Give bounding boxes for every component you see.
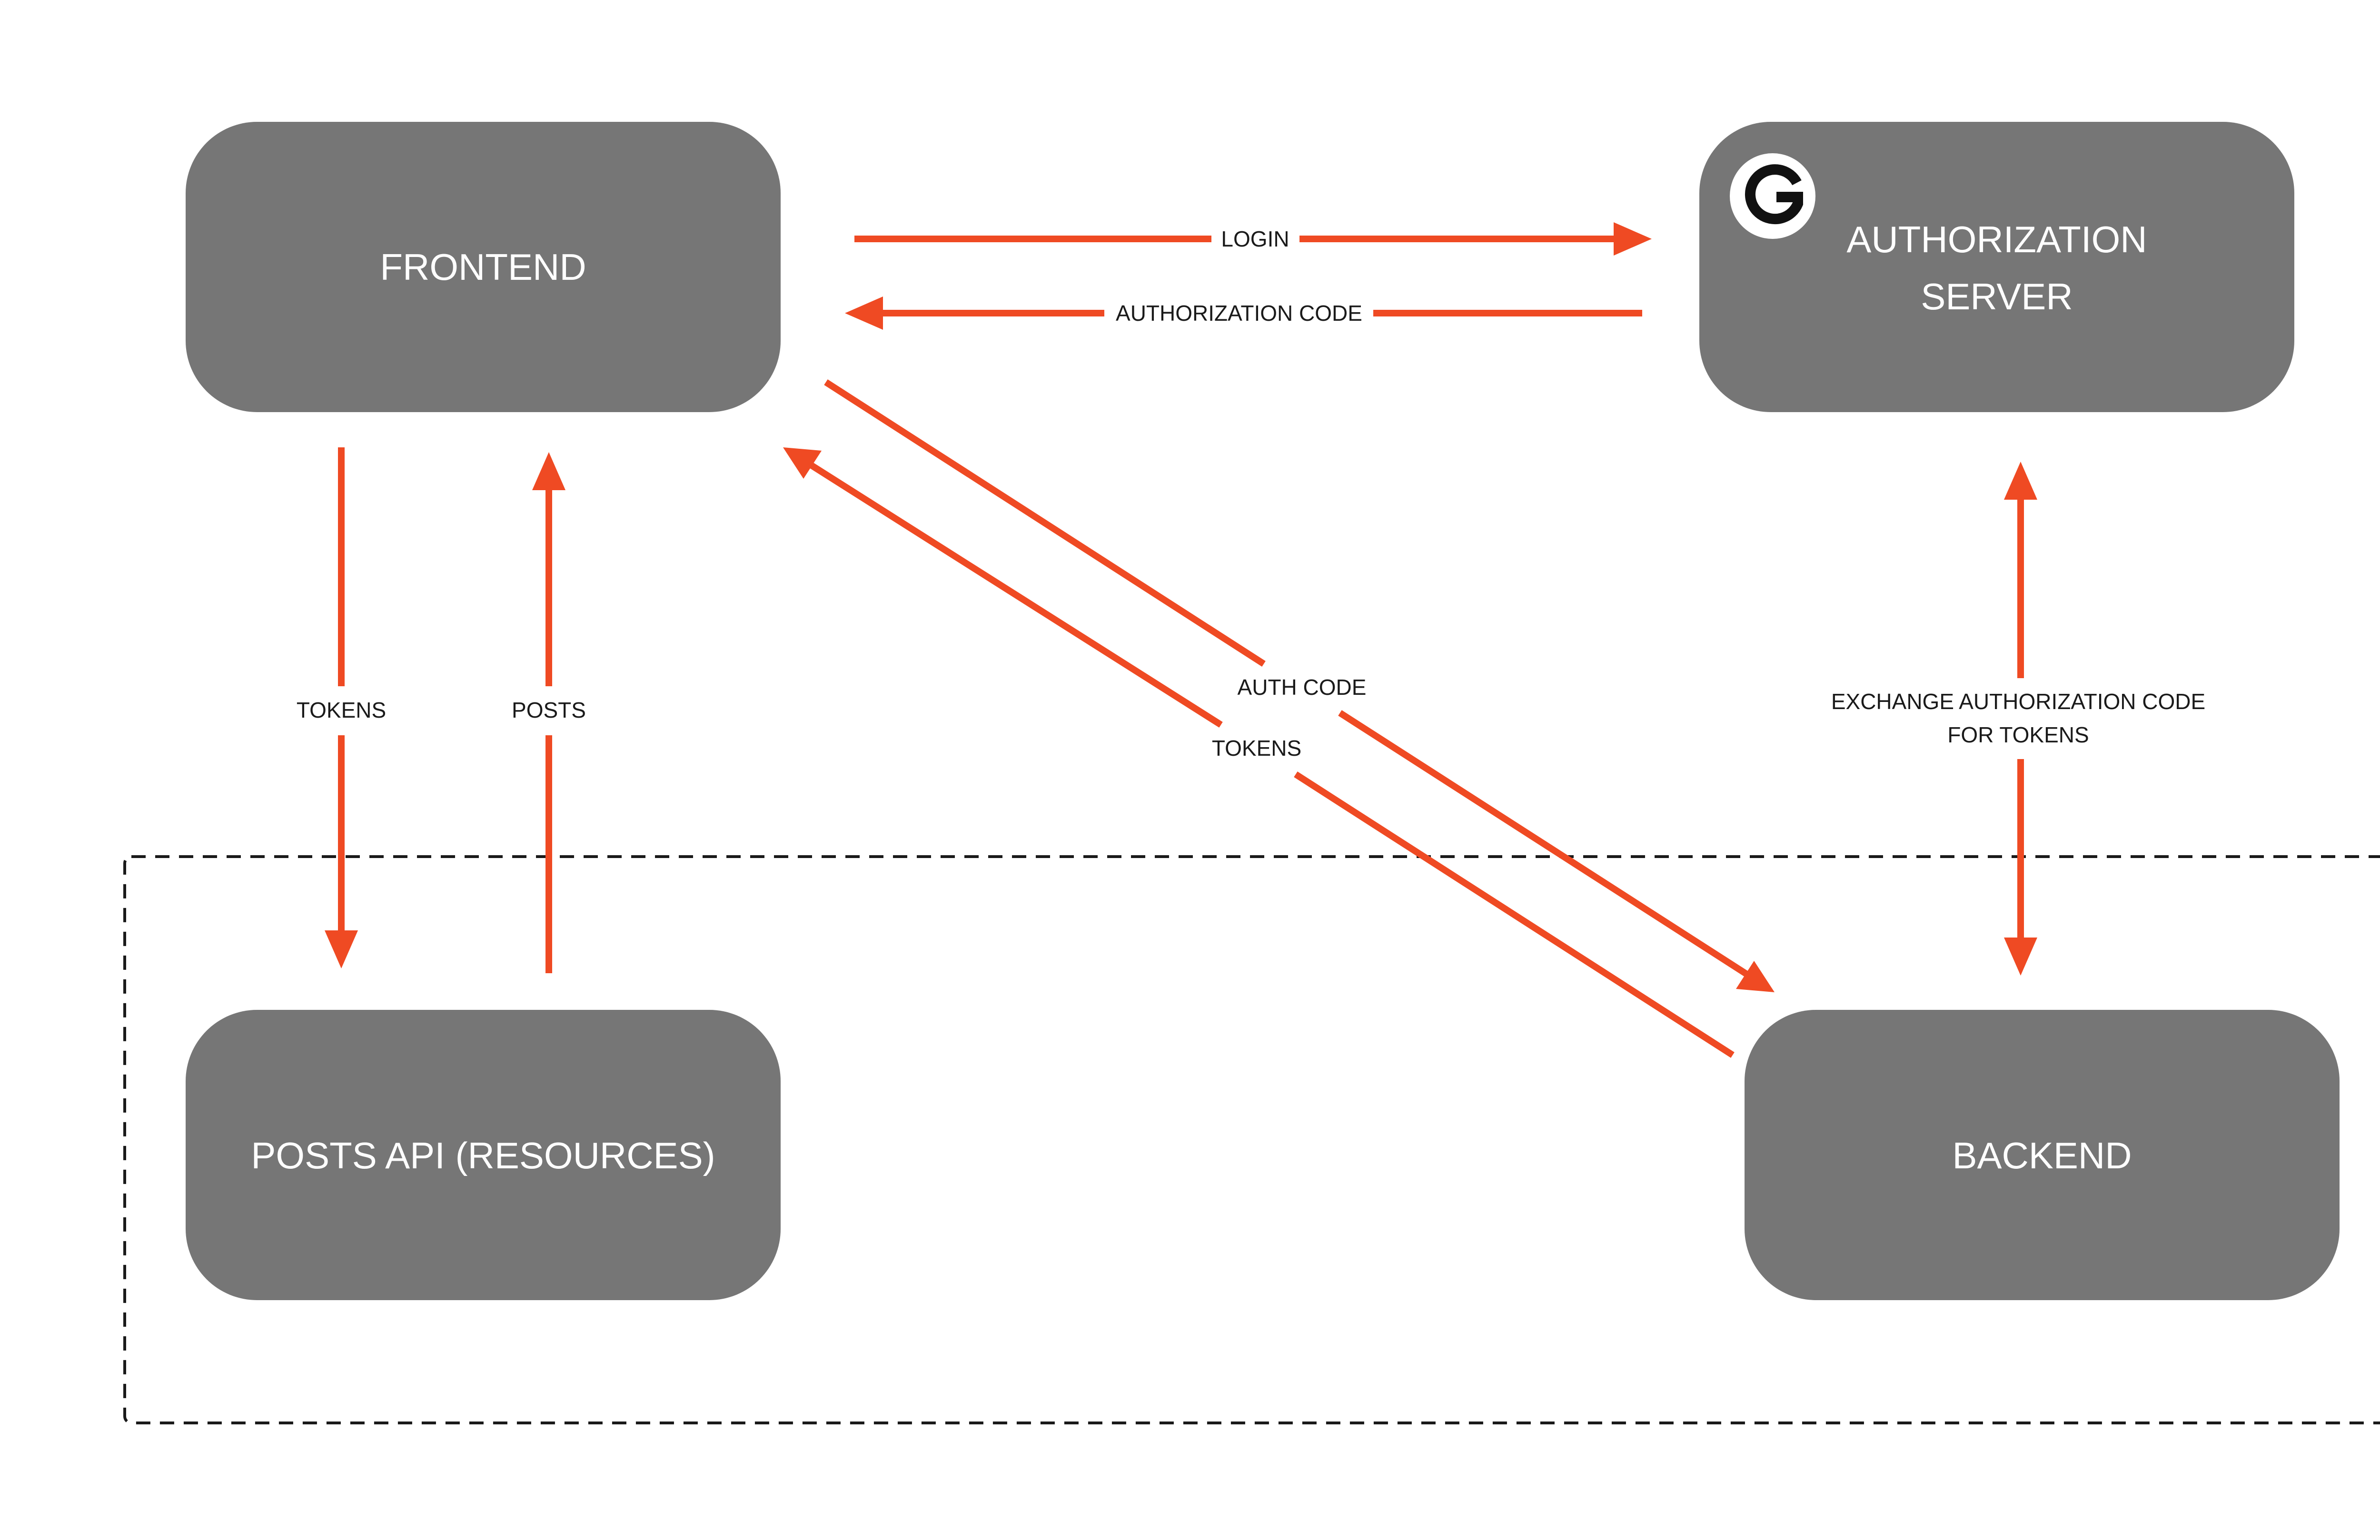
auth-server-label-line2: SERVER xyxy=(1921,276,2073,317)
auth-code-label: AUTH CODE xyxy=(1238,675,1367,700)
google-g-logo xyxy=(1730,153,1815,239)
posts-api-label: POSTS API (RESOURCES) xyxy=(251,1135,715,1176)
edge-tokens-diagonal: TOKENS xyxy=(783,447,1735,1058)
node-frontend: FRONTEND xyxy=(186,122,781,412)
tokens-down-label: TOKENS xyxy=(297,698,386,722)
tokens-diagonal-label: TOKENS xyxy=(1212,736,1301,760)
authorization-code-arrowhead xyxy=(845,296,883,330)
frontend-box xyxy=(186,122,781,412)
auth-server-box xyxy=(1699,122,2294,412)
posts-api-box xyxy=(186,1010,781,1300)
login-label: LOGIN xyxy=(1221,227,1289,251)
backend-label: BACKEND xyxy=(1952,1135,2132,1176)
exchange-arrowhead-up xyxy=(2004,462,2037,500)
auth-server-label-line1: AUTHORIZATION xyxy=(1846,218,2147,260)
tokens-diagonal-arrowhead xyxy=(783,447,822,479)
edge-login: LOGIN xyxy=(854,222,1652,256)
authorization-code-label: AUTHORIZATION CODE xyxy=(1116,301,1362,326)
node-posts-api: POSTS API (RESOURCES) xyxy=(186,1010,781,1300)
edge-tokens-down: TOKENS xyxy=(297,447,386,968)
edge-posts-up: POSTS xyxy=(512,452,586,973)
posts-up-label: POSTS xyxy=(512,698,586,722)
login-arrowhead xyxy=(1614,222,1652,256)
edge-authorization-code: AUTHORIZATION CODE xyxy=(845,296,1642,330)
exchange-label-line1: EXCHANGE AUTHORIZATION CODE xyxy=(1831,689,2205,714)
frontend-label: FRONTEND xyxy=(380,246,586,288)
backend-box xyxy=(1745,1010,2340,1300)
edge-exchange: EXCHANGE AUTHORIZATION CODE FOR TOKENS xyxy=(1831,462,2205,976)
auth-code-arrowhead xyxy=(1736,961,1775,992)
tokens-down-arrowhead xyxy=(325,930,358,968)
edge-auth-code-diagonal: AUTH CODE xyxy=(824,379,1775,992)
node-backend: BACKEND xyxy=(1745,1010,2340,1300)
posts-up-arrowhead xyxy=(532,452,565,490)
exchange-arrowhead-down xyxy=(2004,938,2037,976)
node-authorization-server: AUTHORIZATION SERVER xyxy=(1699,122,2294,412)
exchange-label-line2: FOR TOKENS xyxy=(1947,722,2089,747)
